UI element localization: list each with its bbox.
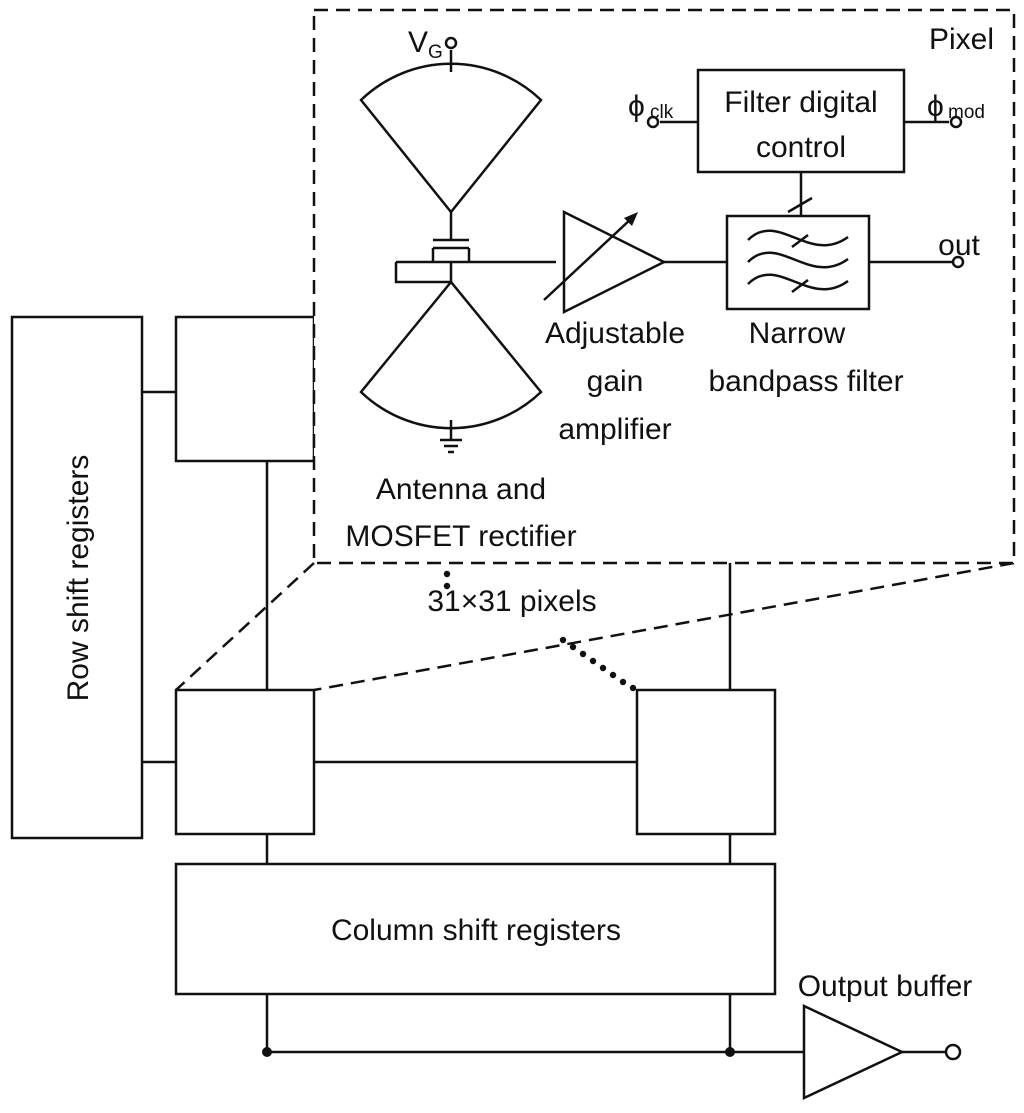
bus-slash bbox=[787, 196, 813, 214]
mosfet-body bbox=[394, 260, 556, 284]
pixel-count-label: 31×31 pixels bbox=[427, 585, 596, 618]
mod-subscript: mod bbox=[948, 102, 985, 123]
mod-terminal bbox=[949, 115, 963, 129]
pixel-bottom-right bbox=[635, 688, 777, 836]
column-shift-registers-label: Column shift registers bbox=[331, 914, 621, 947]
out-terminal bbox=[951, 255, 965, 269]
amplifier-label-line3: amplifier bbox=[558, 413, 671, 446]
vg-label: V bbox=[408, 26, 428, 59]
filter-label-line2: bandpass filter bbox=[708, 365, 903, 398]
amplifier-label-line2: gain bbox=[587, 365, 644, 398]
mosfet-channel bbox=[431, 246, 471, 262]
filter-waves-icon bbox=[747, 229, 849, 293]
filter-control-line2: control bbox=[756, 131, 846, 164]
clk-subscript: clk bbox=[650, 102, 674, 123]
output-buffer-symbol bbox=[802, 1004, 905, 1100]
filter-control-block bbox=[696, 68, 906, 174]
output-buffer-label: Output buffer bbox=[798, 970, 973, 1003]
out-label: out bbox=[938, 229, 980, 262]
output-terminal bbox=[944, 1043, 962, 1061]
antenna-upper-element bbox=[359, 62, 543, 214]
clk-terminal bbox=[646, 115, 660, 129]
amplifier-label-line1: Adjustable bbox=[545, 317, 685, 350]
row-shift-registers-label: Row shift registers bbox=[62, 455, 95, 702]
column-shift-registers-block bbox=[174, 862, 777, 996]
bandpass-filter-block bbox=[725, 214, 871, 311]
antenna-label-line2: MOSFET rectifier bbox=[345, 520, 576, 553]
phi-clk-symbol: ϕ bbox=[628, 90, 645, 123]
amplifier-adjust-arrow bbox=[543, 217, 633, 301]
ellipsis-dots bbox=[443, 570, 637, 692]
junction-right bbox=[725, 1047, 735, 1057]
pixel-bottom-left bbox=[174, 688, 316, 836]
amplifier-symbol bbox=[562, 209, 667, 315]
zoom-line-left bbox=[175, 562, 315, 691]
row-shift-registers-block bbox=[10, 315, 144, 840]
phi-mod-symbol: ϕ bbox=[927, 90, 944, 123]
filter-control-line1: Filter digital bbox=[724, 86, 877, 119]
arrow-head-icon bbox=[624, 212, 638, 226]
antenna-label-line1: Antenna and bbox=[376, 473, 546, 506]
filter-label-line1: Narrow bbox=[749, 317, 846, 350]
ground-icon bbox=[440, 438, 462, 454]
pixel-detail-title: Pixel bbox=[929, 23, 994, 56]
vg-subscript: G bbox=[428, 42, 443, 63]
pixel-top-left bbox=[174, 315, 316, 463]
vg-terminal bbox=[444, 36, 458, 50]
zoom-line-right bbox=[313, 561, 1015, 692]
junction-left bbox=[262, 1047, 272, 1057]
